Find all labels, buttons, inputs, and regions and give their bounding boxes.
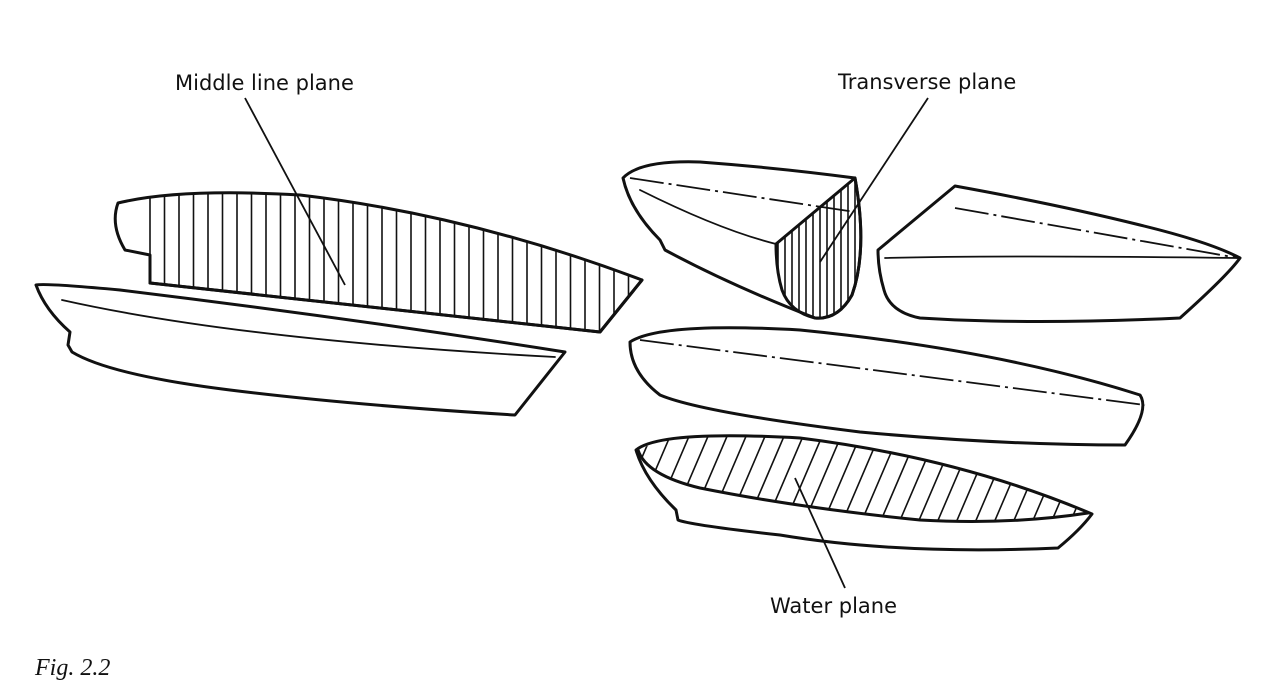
hatch-line	[730, 434, 792, 522]
middle-line-plane-upper-hull	[34, 191, 644, 417]
hatch-line	[749, 434, 811, 522]
hatch-line	[711, 434, 773, 522]
transverse-plane-label: Transverse plane	[837, 70, 1016, 94]
transverse-plane-forward-hull	[876, 184, 1242, 323]
hatch-line	[638, 434, 659, 522]
hatch-line	[638, 434, 640, 522]
figure-caption: Fig. 2.2	[34, 655, 110, 681]
middle-line-plane-label: Middle line plane	[175, 71, 354, 95]
hatch-line	[560, 420, 620, 560]
hatch-line	[787, 434, 849, 522]
hatch-line	[692, 434, 754, 522]
transverse-plane-leader	[819, 97, 929, 263]
middle-line-plane-leader	[244, 97, 346, 286]
hatch-line	[768, 434, 830, 522]
water-plane-leader	[794, 477, 846, 589]
transverse-plane-aft-hull	[621, 160, 863, 320]
water-plane-label: Water plane	[770, 594, 897, 618]
water-plane-upper-hull	[628, 326, 1146, 447]
